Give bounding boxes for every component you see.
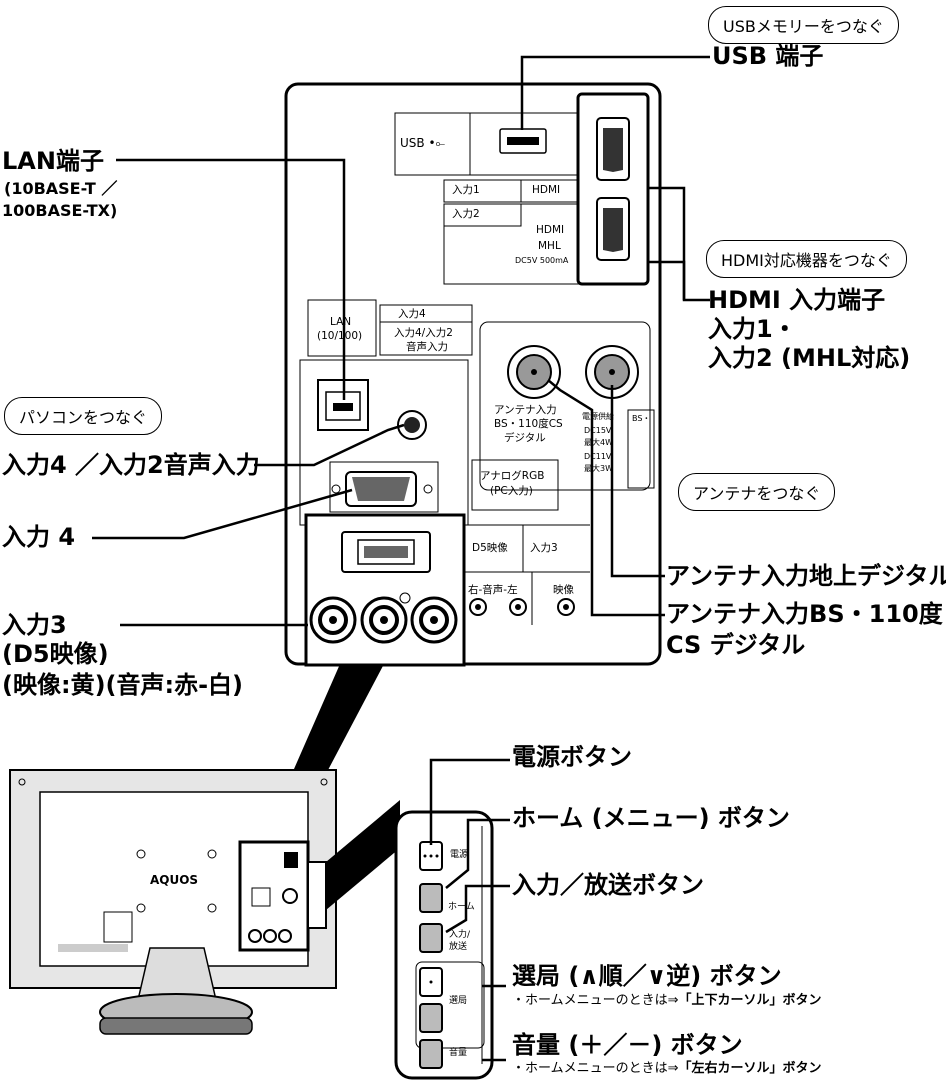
panel-audio-rl: 右-音声-左 (468, 584, 518, 596)
input3-colors-label: (映像:黄)(音声:赤-白) (2, 671, 244, 699)
panel-lan-label: LAN (330, 316, 352, 328)
panel-in2-label: 入力2 (452, 208, 480, 220)
hdmi-port-2 (596, 197, 630, 261)
panel-ant-label1: アンテナ入力 (494, 404, 557, 416)
volume-note: ・ホームメニューのときは⇒「左右カーソル」ボタン (512, 1061, 822, 1076)
panel-pwr2: DC15V (584, 426, 612, 435)
panel-bs-side: BS・ (632, 414, 651, 423)
input3-d5-label: (D5映像) (2, 640, 109, 668)
input-button-label: 入力／放送ボタン (512, 871, 704, 899)
hdmi-in1-label: 入力1・ (708, 315, 797, 343)
hdmi-pill: HDMI対応機器をつなぐ (706, 240, 907, 278)
panel-usb-label: USB •⟜ (400, 136, 446, 150)
panel-lan-spec: (10/100) (317, 330, 363, 342)
power-button-label: 電源ボタン (512, 743, 632, 771)
rca-audio-l-jack (410, 596, 458, 644)
hdmi-port-1 (596, 117, 630, 181)
rca-audio-r-jack (360, 596, 408, 644)
panel-pwr4: DC11V (584, 452, 612, 461)
hdmi-input-label: HDMI 入力端子 (708, 286, 886, 314)
volume-button-label: 音量 (＋／－) ボタン (512, 1031, 743, 1059)
pc-pill: パソコンをつなぐ (4, 397, 163, 435)
antenna-bs-port (507, 345, 561, 399)
input3-label: 入力3 (2, 611, 67, 639)
tv-brand: AQUOS (150, 873, 199, 887)
btn-label-channel: 選局 (449, 996, 468, 1006)
home-button-label: ホーム (メニュー) ボタン (512, 804, 790, 832)
side-button-panel (394, 810, 494, 1080)
usb-port-label: USB 端子 (712, 42, 824, 70)
btn-label-power: 電源 (450, 850, 469, 860)
btn-label-home: ホーム (448, 902, 475, 912)
small-jack-video (557, 598, 575, 616)
panel-in2-hdmi: HDMI (536, 224, 565, 236)
panel-pwr3: 最大4W (584, 438, 613, 447)
panel-pwr5: 最大3W (584, 464, 613, 473)
rca-video-jack (309, 596, 357, 644)
antenna-bs-label2: CS デジタル (666, 631, 806, 659)
btn-label-input1: 入力/ (449, 930, 471, 940)
panel-analog1: アナログRGB (480, 470, 545, 482)
panel-ant-label2: BS・110度CS (494, 418, 563, 430)
panel-analog2: (PC入力) (490, 485, 533, 497)
input4-label: 入力 4 (2, 523, 76, 551)
panel-in3: 入力3 (530, 542, 558, 554)
panel-ant-label3: デジタル (504, 432, 546, 444)
panel-in1-label: 入力1 (452, 184, 480, 196)
antenna-bs-label1: アンテナ入力BS・110度 (666, 600, 943, 628)
input4-audio-label: 入力4 ／入力2音声入力 (2, 451, 260, 479)
small-jack-r (469, 598, 487, 616)
lan-spec1: (10BASE-T ／ (4, 179, 118, 198)
d-terminal-port (341, 531, 431, 573)
lan-label: LAN端子 (2, 147, 104, 175)
hdmi-in2-label: 入力2 (MHL対応) (708, 344, 911, 372)
leader-lines (92, 55, 710, 1062)
panel-in4-label: 入力4 (398, 308, 426, 320)
panel-in2-mhl: MHL (538, 240, 561, 252)
antenna-terrestrial-label: アンテナ入力地上デジタル (666, 562, 946, 590)
vga-port (331, 471, 433, 507)
lan-spec2: 100BASE-TX) (2, 201, 118, 220)
usb-pill: USBメモリーをつなぐ (708, 6, 899, 44)
buttons-wedge (326, 800, 400, 910)
small-jack-l (509, 598, 527, 616)
channel-note: ・ホームメニューのときは⇒「上下カーソル」ボタン (512, 993, 822, 1008)
panel-in4-audio1: 入力4/入力2 (394, 327, 453, 339)
panel-in4-audio2: 音声入力 (406, 341, 448, 353)
antenna-pill: アンテナをつなぐ (678, 473, 836, 511)
panel-d5: D5映像 (472, 542, 508, 554)
antenna-terrestrial-port (585, 345, 639, 399)
panel-in2-dc: DC5V 500mA (515, 256, 569, 265)
btn-label-volume: 音量 (449, 1048, 468, 1058)
btn-label-input2: 放送 (449, 942, 468, 952)
channel-button-label: 選局 (∧順／∨逆) ボタン (512, 962, 782, 990)
tv-rear (9, 769, 337, 1035)
panel-video: 映像 (553, 584, 574, 596)
panel-pwr1: 電源供給 (582, 412, 614, 421)
panel-in1-hdmi: HDMI (532, 184, 561, 196)
